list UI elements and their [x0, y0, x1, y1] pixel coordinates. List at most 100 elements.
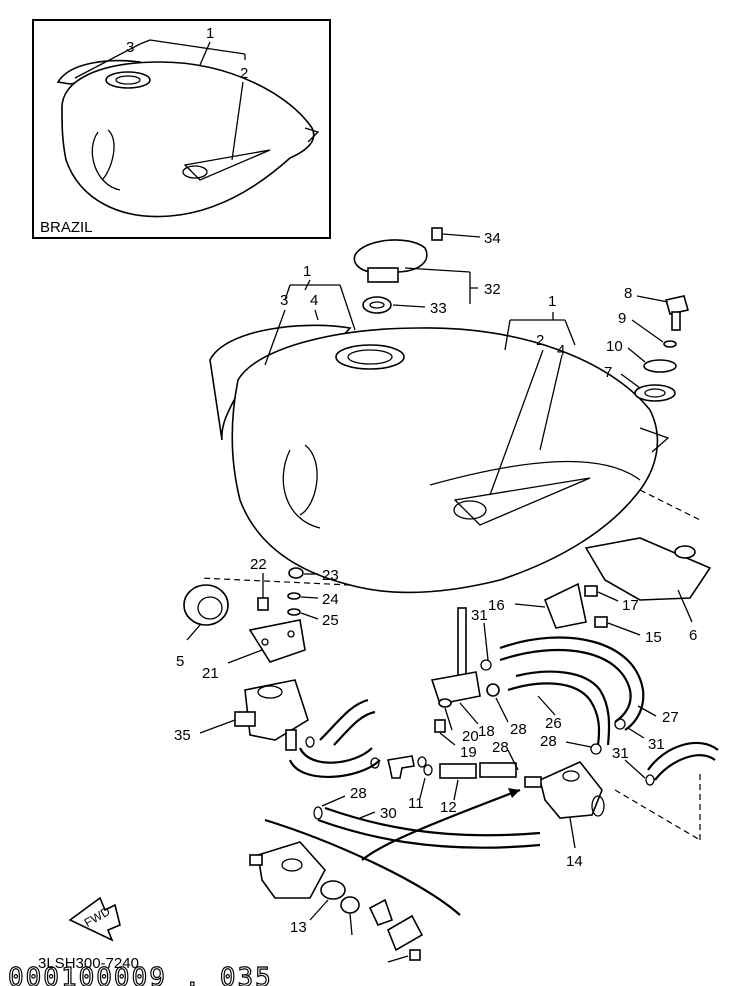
- washer-20: [438, 698, 452, 708]
- callout-26: 26: [545, 715, 562, 732]
- bolt-8: [664, 295, 690, 315]
- callout-25: 25: [322, 612, 339, 629]
- callout-4-tank: 4: [310, 292, 318, 309]
- callout-12: 13: [290, 919, 307, 936]
- fuel-pump-11: 14: [524, 761, 701, 870]
- callout-18: 18: [478, 723, 495, 740]
- callout-31-d: 28: [350, 785, 367, 802]
- washer-24: [287, 592, 301, 600]
- callout-19: 19: [460, 744, 477, 761]
- fuel-tank-main: [199, 324, 701, 594]
- bracket-21: [248, 619, 306, 663]
- callout-31: 31: [471, 607, 488, 624]
- clip-28b: [590, 743, 602, 755]
- callout-29: 30: [380, 805, 397, 822]
- screw-13: [409, 949, 421, 961]
- callout-17: 17: [622, 597, 639, 614]
- callout-31-b: 31: [648, 736, 665, 753]
- callout-31-c: 31: [612, 745, 629, 762]
- washer-9: [663, 340, 677, 348]
- tank-emblem: [453, 477, 591, 526]
- fuel-cock-35: [244, 679, 309, 741]
- callout-33: 33: [430, 300, 447, 317]
- callout-1: 1: [206, 25, 214, 42]
- lower-pump-parts: 13: [249, 841, 424, 963]
- gasket-12: [320, 880, 346, 900]
- callout-3: 3: [126, 39, 134, 56]
- callout-10: 10: [606, 338, 623, 355]
- hose-28c: [479, 762, 517, 778]
- clip-31a: [480, 659, 492, 671]
- callout-11: 14: [566, 853, 583, 870]
- callout-28-d: 11: [408, 795, 424, 812]
- mount-6: [584, 537, 712, 601]
- diaphragm-14: [340, 896, 360, 914]
- hose-26: [507, 682, 601, 746]
- callout-24: 24: [322, 591, 339, 608]
- footer-code: 000100009 . 035: [8, 963, 273, 986]
- callout-28-b: 28: [540, 733, 557, 750]
- callout-35: 35: [174, 727, 191, 744]
- brazil-inset: 1 2 3 BRAZIL: [32, 19, 331, 239]
- callout-1-tank: 1: [303, 263, 311, 280]
- callout-2: 2: [240, 65, 248, 82]
- filler-cap: [353, 239, 428, 273]
- bracket-16: [543, 582, 587, 629]
- t-joint: [387, 755, 415, 779]
- callout-34: 34: [484, 230, 501, 247]
- cover-plate: [387, 914, 424, 952]
- left-hardware: 22 23 24 25 5 21 35: [174, 556, 339, 751]
- callout-28-c: 28: [492, 739, 509, 756]
- callout-21: 21: [202, 665, 219, 682]
- callout-4-right: 4: [557, 342, 565, 359]
- inset-tank-body: [61, 61, 315, 218]
- callout-2-right: 2: [536, 332, 544, 349]
- gasket-33: [362, 296, 392, 314]
- callout-6: 6: [689, 627, 697, 644]
- hose-29: [317, 818, 541, 849]
- hose-27: [499, 648, 632, 723]
- callout-3-tank: 3: [280, 292, 288, 309]
- callout-8: 8: [624, 285, 632, 302]
- right-mid-hardware: 16 17 15 6: [488, 537, 712, 646]
- fuel-strainer: [457, 607, 467, 677]
- inset-filler-cap: [105, 71, 151, 89]
- bolt-15: [594, 616, 608, 628]
- screw-23: [288, 567, 304, 579]
- washer-10: [643, 359, 677, 373]
- pump-body-12: [257, 841, 326, 899]
- callout-23: 23: [322, 567, 339, 584]
- bolt-17: [584, 585, 598, 597]
- callout-5: 5: [176, 653, 184, 670]
- callout-16: 16: [488, 597, 505, 614]
- clip-31b: [614, 718, 626, 730]
- center-fuel-cock: 31 18 20 19 28: [430, 607, 527, 761]
- callout-30: 12: [440, 799, 457, 816]
- bolt-22: [257, 597, 269, 611]
- screw-34: [431, 227, 443, 241]
- callout-15: 15: [645, 629, 662, 646]
- fuel-cock-18: [430, 671, 481, 705]
- callout-9: 9: [618, 310, 626, 327]
- right-hardware: 8 9 10 7: [604, 285, 690, 402]
- filler-cap-group: 34 32 33: [353, 227, 501, 317]
- screw-19: [434, 719, 446, 733]
- inset-label: BRAZIL: [40, 219, 93, 236]
- hoses: 26 27 28 31 28 31 12 11: [264, 636, 719, 916]
- callout-7: 7: [604, 364, 612, 381]
- inset-emblem: [183, 149, 271, 181]
- callout-22: 22: [250, 556, 267, 573]
- tank-body: [231, 327, 659, 594]
- fwd-arrow-icon: FWD: [68, 896, 121, 942]
- callout-1-right: 1: [548, 293, 556, 310]
- washer-25: [287, 608, 301, 616]
- hose-30: [439, 763, 477, 779]
- callout-27: 27: [662, 709, 679, 726]
- grommet-7: [634, 384, 676, 402]
- filler-neck: [335, 344, 405, 370]
- damper-5: [183, 584, 229, 626]
- callout-32: 32: [484, 281, 501, 298]
- diagram-code: 3LSH300-7240: [38, 955, 139, 972]
- callout-20: 20: [462, 728, 479, 745]
